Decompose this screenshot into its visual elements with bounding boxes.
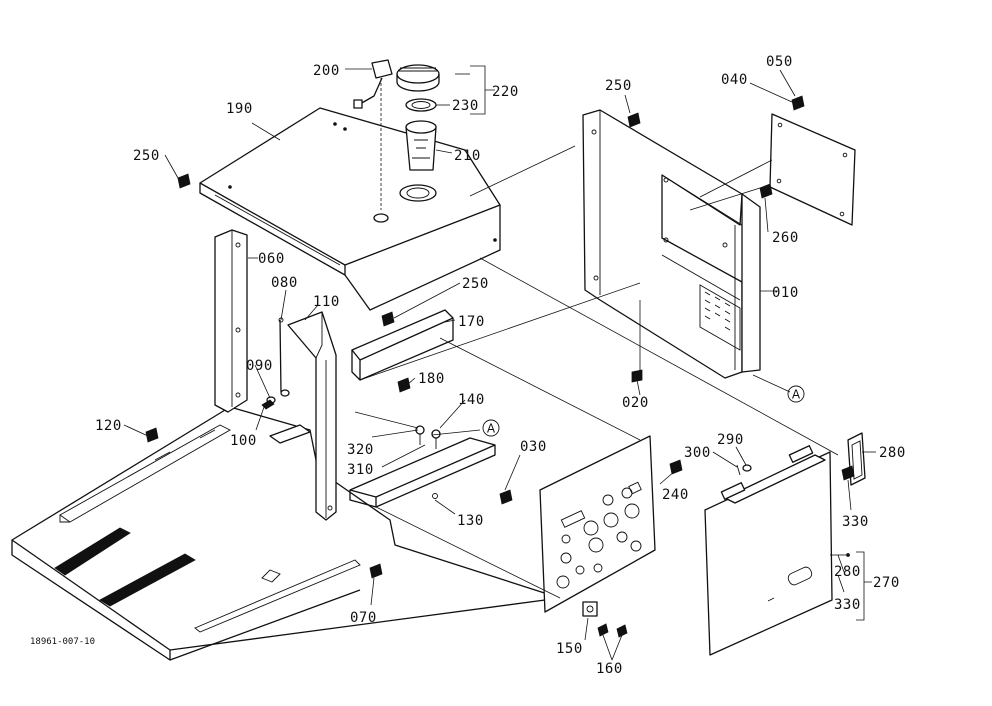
label-130: 130 (457, 513, 484, 529)
small-hardware (261, 317, 290, 410)
label-220: 220 (492, 84, 519, 100)
label-240: 240 (662, 487, 689, 503)
label-250-topright: 250 (605, 78, 632, 94)
label-150: 150 (556, 641, 583, 657)
label-170: 170 (458, 314, 485, 330)
svg-text:A: A (792, 388, 801, 402)
left-upright-bracket (214, 229, 248, 413)
label-050: 050 (766, 54, 793, 70)
label-280-top: 280 (879, 445, 906, 461)
label-320: 320 (347, 442, 374, 458)
label-030: 030 (520, 439, 547, 455)
label-080: 080 (271, 275, 298, 291)
label-200: 200 (313, 63, 340, 79)
label-020: 020 (622, 395, 649, 411)
rear-housing-panel (582, 109, 761, 379)
label-040: 040 (721, 72, 748, 88)
side-panel-170 (351, 309, 454, 381)
cover-plate (769, 113, 856, 226)
label-100: 100 (230, 433, 257, 449)
label-120: 120 (95, 418, 122, 434)
side-door (704, 445, 833, 656)
label-leaders (123, 65, 876, 661)
label-330-top: 330 (842, 514, 869, 530)
label-110: 110 (313, 294, 340, 310)
label-180: 180 (418, 371, 445, 387)
label-280-bottom: 280 (834, 564, 861, 580)
reference-marker-a-center: A (482, 419, 500, 437)
fuel-filler-assembly (353, 59, 440, 210)
label-090: 090 (246, 358, 273, 374)
label-250-center: 250 (462, 276, 489, 292)
label-270: 270 (873, 575, 900, 591)
center-bracket (269, 311, 337, 521)
svg-text:A: A (487, 422, 496, 436)
label-330-bottom: 330 (834, 597, 861, 613)
label-250-topleft: 250 (133, 148, 160, 164)
fasteners (145, 95, 855, 638)
figure-code: 18961-007-10 (30, 637, 95, 647)
label-010: 010 (772, 285, 799, 301)
label-140: 140 (458, 392, 485, 408)
label-070: 070 (350, 610, 377, 626)
label-210: 210 (454, 148, 481, 164)
control-panel (539, 435, 656, 617)
base-frame (11, 406, 561, 661)
label-290: 290 (717, 432, 744, 448)
reference-marker-a-right: A (787, 385, 805, 403)
label-310: 310 (347, 462, 374, 478)
label-230: 230 (452, 98, 479, 114)
label-160: 160 (596, 661, 623, 677)
label-060: 060 (258, 251, 285, 267)
part-labels: 200 220 230 210 190 250 250 050 040 260 … (30, 54, 906, 677)
label-190: 190 (226, 101, 253, 117)
label-260: 260 (772, 230, 799, 246)
alignment-lines (354, 145, 839, 599)
label-300: 300 (684, 445, 711, 461)
cross-rail (349, 425, 496, 508)
